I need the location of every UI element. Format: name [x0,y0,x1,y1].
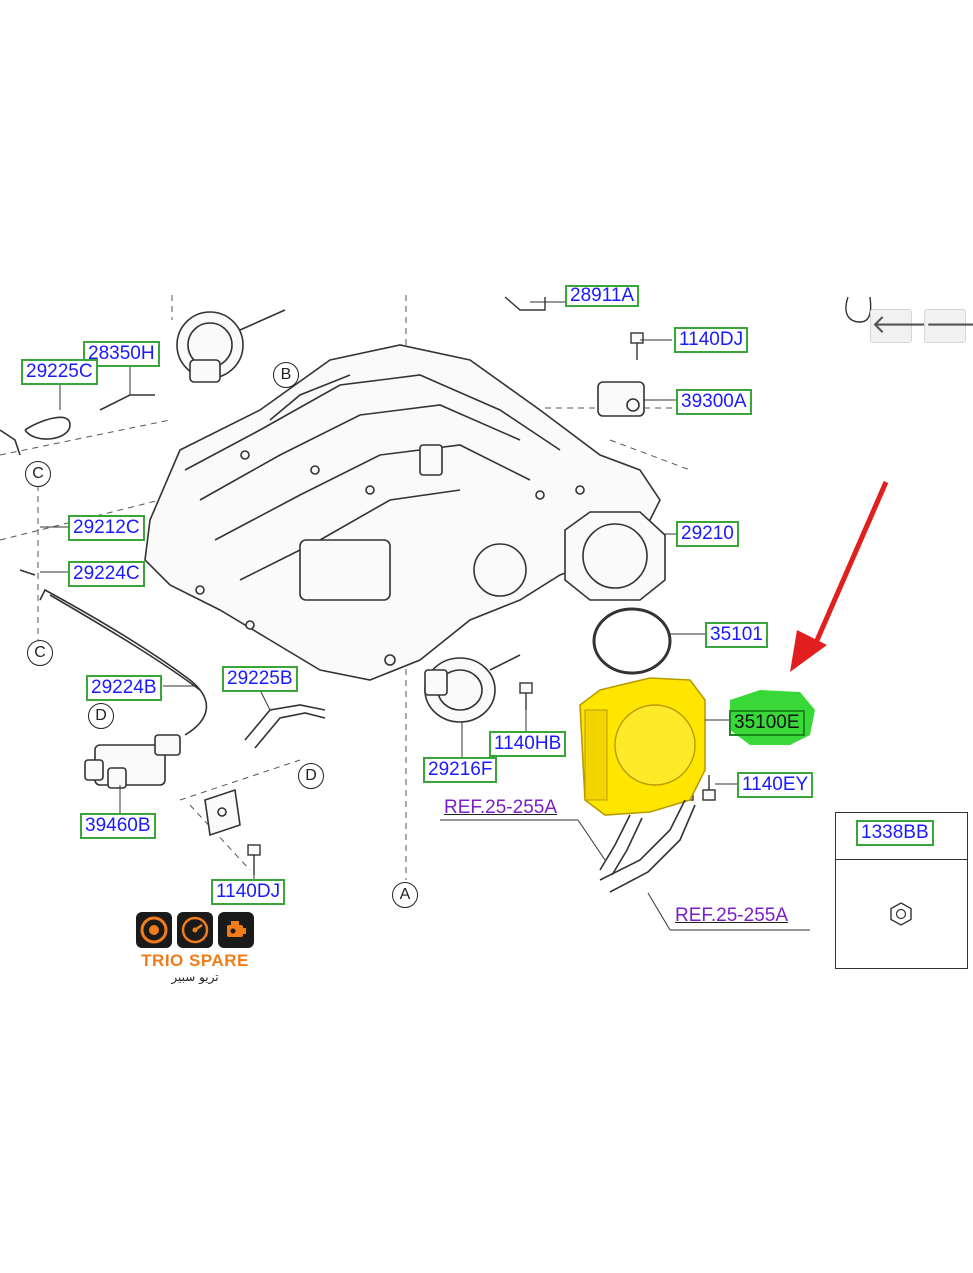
brake-disc-icon [136,912,172,948]
logo-icons [132,912,258,948]
label-39300a: 39300A [676,389,752,415]
callout-d-right: D [298,763,324,789]
clip-part [845,296,872,323]
flange-gasket [564,511,666,601]
label-35101: 35101 [705,622,768,648]
ref-label-right: REF.25-255A [675,905,789,926]
part-detail-box: 1338BB [835,812,968,969]
map-sensor [597,381,645,417]
label-35100e: 35100E [729,710,805,736]
callout-d-left: D [88,703,114,729]
callout-a: A [392,882,418,908]
coolant-pipes [599,799,696,893]
label-29224c: 29224C [68,561,145,587]
callout-c-top: C [25,461,51,487]
throttle-body [579,677,706,816]
label-28911a: 28911A [565,285,640,307]
bracket [204,788,241,837]
manifold-body [144,344,661,681]
brand-logo: TRIO SPARE تريو سبير [132,912,258,984]
arrow-right-icon: 🡒 [925,310,973,340]
vacuum-actuator-top [176,309,286,383]
label-29216f: 29216F [423,757,498,783]
engine-icon [218,912,254,948]
label-39460b: 39460B [80,813,156,839]
label-29210: 29210 [676,521,739,547]
callout-c-bottom: C [27,640,53,666]
logo-arabic-name: تريو سبير [171,970,219,984]
nut-icon [890,902,912,926]
label-1140ey: 1140EY [737,772,814,798]
label-1140dj-bottom: 1140DJ [211,879,286,905]
label-29225b: 29225B [222,666,298,692]
leader-lines [39,301,810,931]
label-highlight [730,690,815,745]
label-29212c: 29212C [68,515,145,541]
label-1140hb: 1140HB [489,731,567,757]
o-ring [592,607,672,675]
pointer-arrow [790,481,889,672]
next-arrow-button[interactable]: 🡒 [924,309,973,343]
label-29224b: 29224B [86,675,162,701]
bracket-top [504,296,546,311]
prev-arrow-button[interactable]: 🡐 [870,309,941,343]
ref-label-left: REF.25-255A [444,797,558,818]
label-1140dj-top: 1140DJ [674,327,749,353]
label-29225c: 29225C [21,359,98,385]
vacuum-actuator-lower [424,654,521,723]
logo-name: TRIO SPARE [141,951,249,970]
solenoid-valve [84,734,181,789]
callout-b: B [273,362,299,388]
label-1338bb: 1338BB [856,820,934,846]
gauge-icon [177,912,213,948]
box-divider [836,859,967,860]
